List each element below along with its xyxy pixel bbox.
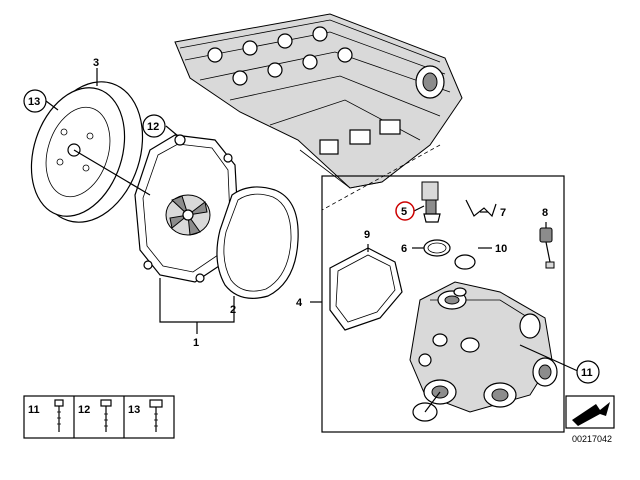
- callout-13: 13: [28, 96, 40, 108]
- callout-12: 12: [147, 121, 159, 133]
- callout-5: 5: [401, 206, 407, 218]
- callout-1: 1: [193, 337, 199, 349]
- leader-lines: [45, 68, 581, 373]
- housing-gasket-part-9: [329, 247, 403, 331]
- temp-sensor-part-8: [539, 227, 555, 269]
- diagram-id: 00217042: [572, 434, 612, 444]
- callout-8: 8: [542, 207, 548, 219]
- group-bracket-1: [159, 278, 235, 323]
- water-pump-part: [73, 134, 239, 283]
- legend-label-11: 11: [28, 404, 40, 416]
- callout-13-circle: [23, 89, 47, 113]
- clip-part-7: [465, 199, 497, 218]
- pump-gasket-part-2: [216, 186, 299, 299]
- thermostat-group-box: [321, 175, 565, 433]
- bolt-12-icon: [100, 399, 112, 432]
- callout-11-circle: [576, 360, 600, 384]
- cylinder-head-illustration: [174, 13, 463, 189]
- seal-ring-part-10: [454, 254, 476, 270]
- callout-5-circle: [395, 201, 415, 221]
- callout-12-circle: [142, 114, 166, 138]
- callout-3: 3: [93, 57, 99, 69]
- legend-label-12: 12: [78, 404, 90, 416]
- bolt-13-icon: [149, 399, 163, 432]
- callout-4: 4: [296, 297, 303, 309]
- thermostat-housing-part: [409, 281, 558, 422]
- callout-10: 10: [495, 243, 507, 255]
- callout-7: 7: [500, 207, 506, 219]
- fastener-legend: 11 12 13: [23, 395, 175, 439]
- sensor-part-5: [421, 181, 441, 223]
- callout-6: 6: [401, 243, 407, 255]
- callout-2: 2: [230, 304, 236, 316]
- legend-label-13: 13: [128, 404, 140, 416]
- callout-11: 11: [581, 367, 593, 379]
- callout-9: 9: [364, 229, 370, 241]
- bolt-11-icon: [54, 399, 64, 432]
- direction-arrow-icon: [565, 395, 615, 429]
- dashed-link: [321, 144, 441, 211]
